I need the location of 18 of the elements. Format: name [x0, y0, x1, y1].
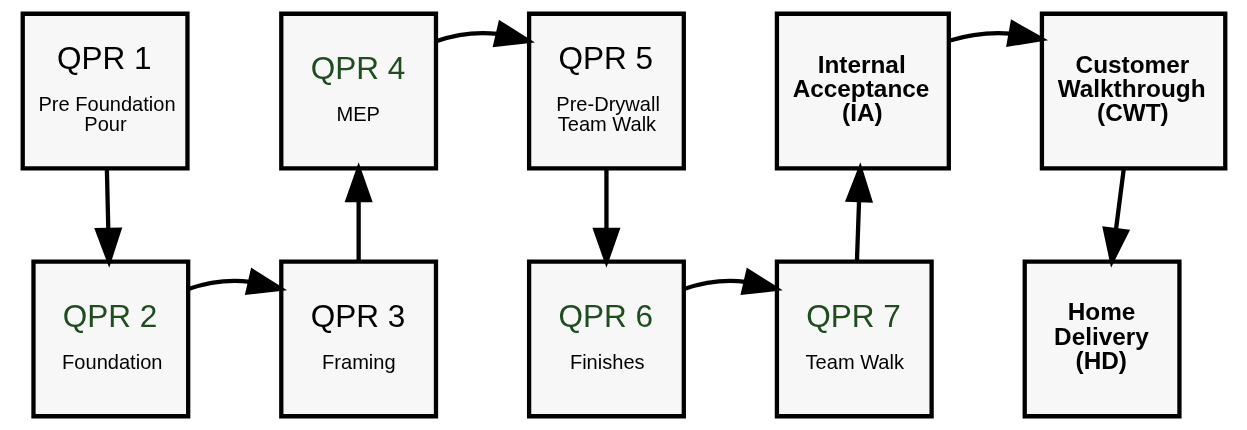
node-box: QPR 6 Finishes [526, 259, 686, 419]
node-box: QPR 3 Framing [278, 259, 438, 419]
arrow [844, 162, 873, 262]
arrow [591, 168, 620, 268]
node-box: Home Delivery (HD) [1022, 259, 1182, 419]
arrow [947, 19, 1048, 48]
arrow [682, 267, 783, 295]
node-box: QPR 7 Team Walk [774, 259, 934, 419]
node-box: QPR 1 Pre Foundation Pour [20, 11, 190, 171]
node-box: QPR 2 Foundation [30, 259, 190, 419]
node-box: Internal Acceptance (IA) [774, 11, 951, 171]
arrow [344, 162, 373, 262]
arrow [1101, 168, 1130, 268]
arrow [187, 267, 287, 295]
node-box: Customer Walkthrough (CWT) [1039, 11, 1227, 171]
node-box: QPR 5 Pre-Drywall Team Walk [526, 11, 686, 171]
node-box: QPR 4 MEP [278, 11, 438, 171]
arrow [93, 168, 122, 268]
